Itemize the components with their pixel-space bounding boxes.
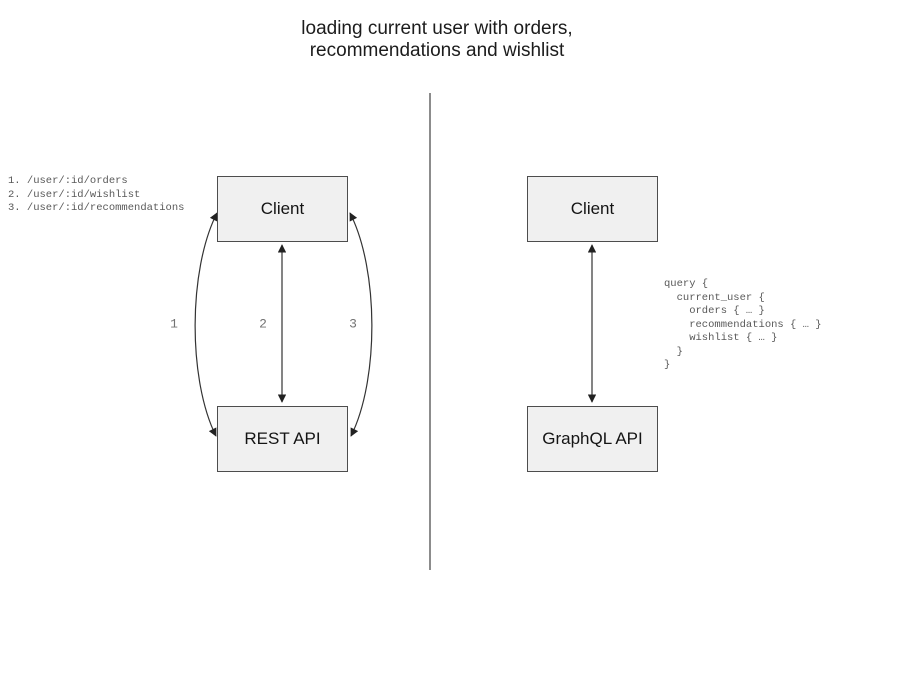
rest-api-node: REST API	[217, 406, 348, 472]
graphql-api-node-label: GraphQL API	[542, 429, 643, 448]
rest-client-node: Client	[217, 176, 348, 242]
rest-endpoints-list: 1. /user/:id/orders 2. /user/:id/wishlis…	[8, 175, 185, 214]
rest-arrow-label-1: 1	[170, 316, 178, 332]
graphql-client-node-label: Client	[570, 199, 615, 218]
rest-arrow-3	[349, 212, 373, 437]
rest-arrow-1	[194, 212, 218, 437]
graphql-client-node: Client	[527, 176, 658, 242]
diagram-title-line-1: loading current user with orders,	[301, 18, 573, 39]
graphql-api-node: GraphQL API	[527, 406, 658, 472]
diagram-title: loading current user with orders, recomm…	[262, 18, 612, 62]
rest-api-node-label: REST API	[244, 429, 321, 448]
rest-arrow-label-3: 3	[349, 316, 357, 332]
rest-client-node-label: Client	[260, 199, 305, 218]
rest-arrow-label-2: 2	[259, 316, 267, 332]
diagram-title-line-2: recommendations and wishlist	[309, 40, 565, 61]
graphql-query-snippet: query { current_user { orders { … } reco…	[664, 278, 822, 371]
